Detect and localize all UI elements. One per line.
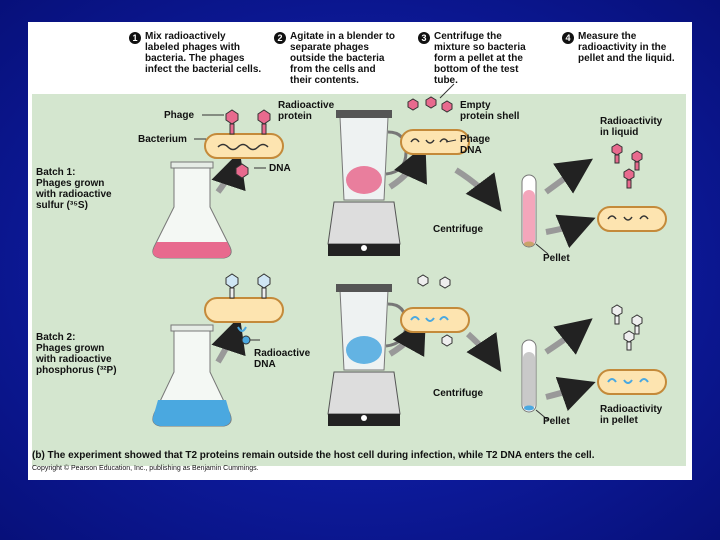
batch2-bacterium xyxy=(204,297,284,323)
pellet-2-leader xyxy=(535,409,549,421)
batch2-flask xyxy=(152,324,232,427)
label-phage: Phage xyxy=(164,110,195,121)
batch1-pellet-cell xyxy=(597,206,667,232)
batch1-separated-cell xyxy=(400,96,470,155)
arrow-cell-to-tube-1 xyxy=(454,167,502,212)
batch2-phages xyxy=(225,273,271,345)
step-3-number: 3 xyxy=(418,32,430,44)
batch1-liquid-phages xyxy=(611,143,643,189)
batch1-desc: Phages grown with radioactive sulfur (³⁵… xyxy=(36,178,112,211)
batch1-bacterium xyxy=(204,133,284,159)
slide: 1 Mix radioactively labeled phages with … xyxy=(28,22,692,480)
label-bacterium: Bacterium xyxy=(138,134,187,145)
batch2-blender xyxy=(327,284,408,426)
batch1-phages xyxy=(225,109,271,179)
label-radioactive-dna: Radioactive DNA xyxy=(254,348,311,370)
step-4-text: Measure the radioactivity in the pellet … xyxy=(578,31,675,64)
arrow-tube-to-pellet-1 xyxy=(545,214,596,249)
arrow-tube-to-pellet-2 xyxy=(545,377,596,411)
label-empty-shell: Empty protein shell xyxy=(460,100,520,122)
batch1-blender xyxy=(327,110,408,256)
arrow-cell-to-tube-2 xyxy=(465,331,502,372)
batch1-test-tube xyxy=(521,174,537,248)
experiment-illustration xyxy=(152,83,667,427)
step-1-number: 1 xyxy=(129,32,141,44)
arrow-flask-to-cell-2 xyxy=(211,316,246,364)
label-radioactivity-liquid: Radioactivity in liquid xyxy=(600,116,663,138)
batch2-pellet-cell xyxy=(597,369,667,395)
step-2-number: 2 xyxy=(274,32,286,44)
batch1-title: Batch 1: xyxy=(36,167,76,178)
step-2-text: Agitate in a blender to separate phages … xyxy=(290,31,396,86)
arrow-flask-to-cell-1 xyxy=(211,151,246,194)
batch2-test-tube xyxy=(521,339,537,413)
label-centrifuge-2: Centrifuge xyxy=(433,388,483,399)
batch2-desc: Phages grown with radioactive phosphorus… xyxy=(36,343,117,376)
figure-caption: (b) The experiment showed that T2 protei… xyxy=(32,450,595,461)
copyright-notice: Copyright © Pearson Education, Inc., pub… xyxy=(32,465,259,472)
batch2-liquid-phages xyxy=(611,304,643,351)
empty-shell-leader xyxy=(439,83,455,99)
batch1-flask xyxy=(152,161,232,259)
step-3-text: Centrifuge the mixture so bacteria form … xyxy=(434,31,526,86)
arrow-tube-to-liquid-1 xyxy=(544,158,593,195)
label-radioactive-protein: Radioactive protein xyxy=(278,100,335,122)
step-1-text: Mix radioactively labeled phages with ba… xyxy=(145,31,262,75)
label-dna: DNA xyxy=(269,163,291,174)
pellet-1-leader xyxy=(535,243,549,255)
label-centrifuge-1: Centrifuge xyxy=(433,224,483,235)
label-radioactivity-pellet: Radioactivity in pellet xyxy=(600,404,663,426)
step-4-number: 4 xyxy=(562,32,574,44)
arrow-tube-to-liquid-2 xyxy=(544,318,593,355)
label-phage-dna: Phage DNA xyxy=(460,134,491,156)
label-pellet-2: Pellet xyxy=(543,416,570,427)
phage-dna-leader xyxy=(445,139,457,143)
batch2-title: Batch 2: xyxy=(36,332,76,343)
label-pellet-1: Pellet xyxy=(543,253,570,264)
batch2-separated-cell xyxy=(400,274,470,347)
